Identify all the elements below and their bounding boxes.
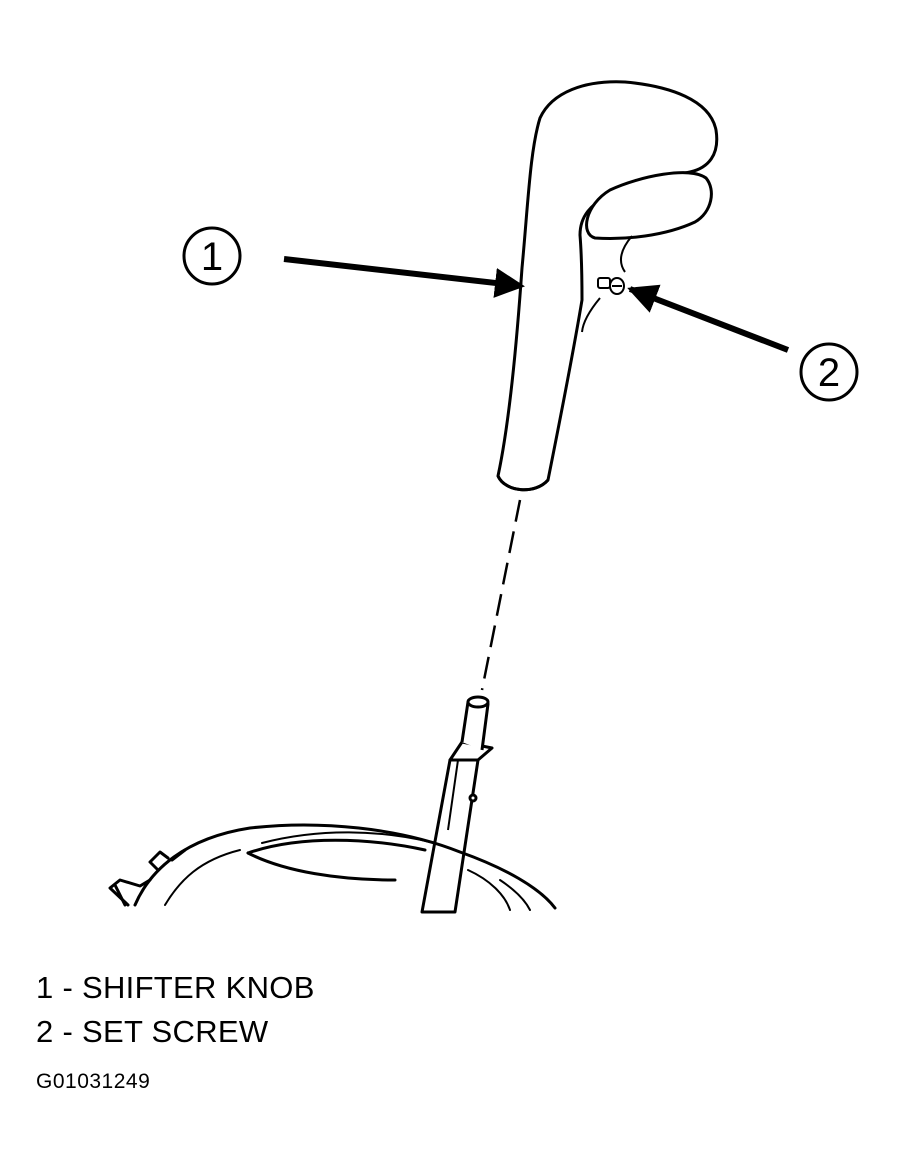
callout-2-label: 2: [818, 351, 840, 395]
legend-item-shifter-knob: 1 - SHIFTER KNOB: [36, 970, 315, 1005]
callout-1-arrow: [283, 256, 525, 298]
callout-1: 1: [182, 226, 525, 298]
callout-2-arrow: [627, 284, 790, 353]
callout-1-circle: [182, 226, 242, 286]
shifter-console: [108, 823, 557, 911]
shifter-knob: [496, 80, 719, 492]
shifter-knob-diagram: 1 2: [108, 80, 859, 914]
callout-2-circle: [799, 342, 859, 402]
legend-item-set-screw: 2 - SET SCREW: [36, 1014, 269, 1049]
alignment-dashed-line: [480, 499, 522, 691]
callout-2: 2: [627, 284, 859, 402]
callout-1-label: 1: [201, 235, 223, 279]
figure-id: G01031249: [36, 1070, 151, 1093]
set-screw: [597, 277, 625, 295]
legend: 1 - SHIFTER KNOB 2 - SET SCREW: [36, 966, 315, 1054]
shifter-shaft: [420, 695, 494, 914]
